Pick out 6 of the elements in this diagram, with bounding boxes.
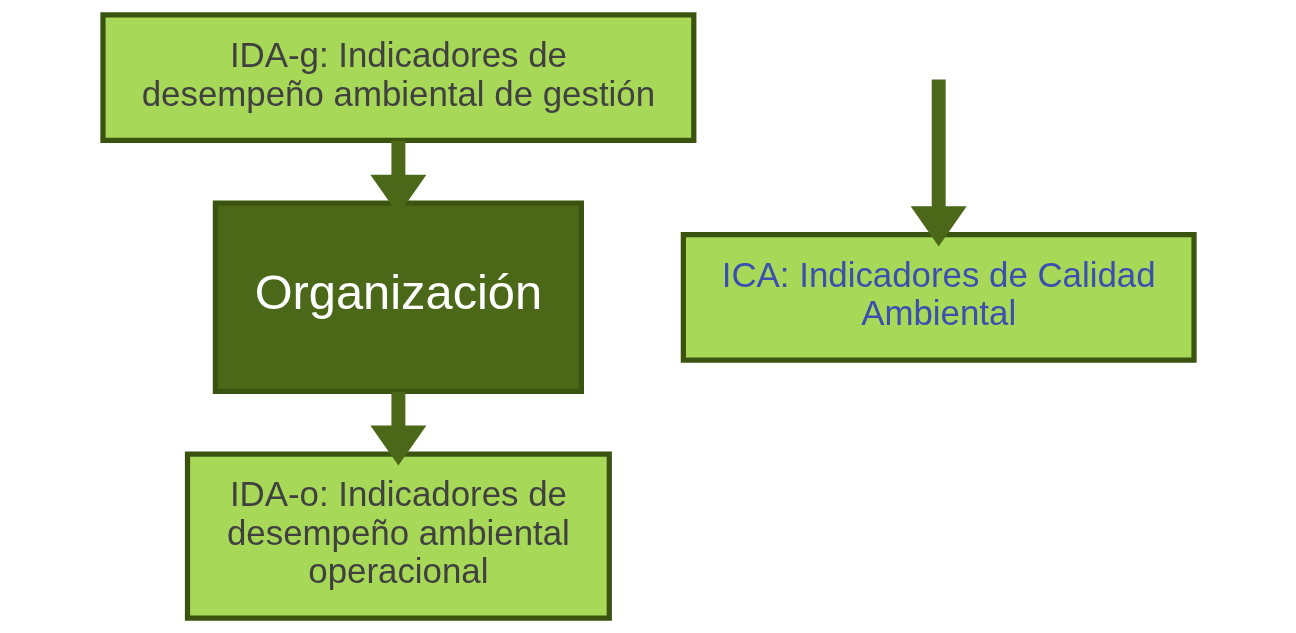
node-box: Organización (212, 200, 584, 395)
arrow (910, 79, 967, 247)
node-box: ICA: Indicadores de Calidad Ambiental (680, 231, 1197, 363)
arrow (369, 392, 426, 466)
node-box: IDA-g: Indicadores de desempeño ambiental de gestión (99, 12, 696, 144)
node-box: IDA-o: Indicadores de desempeño ambiental operacional (184, 451, 612, 621)
